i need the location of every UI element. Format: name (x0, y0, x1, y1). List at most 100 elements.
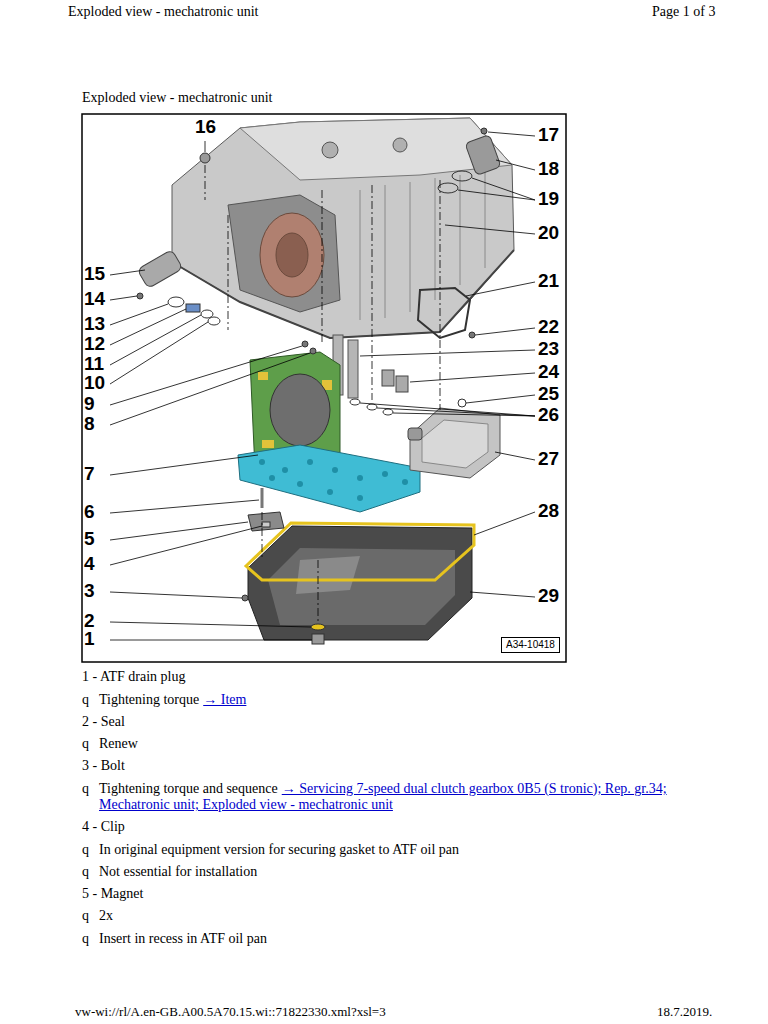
item-text: Not essential for installation (99, 864, 257, 879)
item-text: 4 - Clip (82, 819, 125, 834)
component (258, 372, 268, 380)
gearbox-housing (172, 118, 514, 338)
callout-number: 12 (84, 334, 105, 354)
item-text: Tightening torque (99, 692, 199, 707)
seal-part (186, 304, 200, 312)
filter-face (422, 420, 488, 468)
list-line: q2x (82, 908, 690, 924)
screw (137, 293, 143, 299)
filter-neck (408, 428, 422, 440)
o-ring (367, 404, 377, 410)
bolt (242, 595, 248, 601)
housing-opening (228, 195, 340, 312)
housing-top (240, 118, 512, 180)
callout-number: 8 (84, 414, 95, 434)
mechatronic-unit (238, 341, 420, 512)
housing-boss (322, 142, 338, 158)
callout-number: 18 (538, 159, 559, 179)
tube (348, 340, 358, 398)
bullet: q (82, 864, 89, 880)
screw (481, 128, 487, 134)
page-footer: vw-wi://rl/A.en-GB.A00.5A70.15.wi::71822… (75, 1004, 386, 1020)
housing-boss (393, 138, 407, 152)
callout-number: 23 (538, 339, 559, 359)
sleeve (382, 370, 394, 386)
item-text: 3 - Bolt (82, 758, 125, 773)
filter-housing (137, 249, 183, 288)
bullet: q (82, 781, 89, 797)
item-text: 2x (99, 908, 113, 923)
list-line: 3 - Bolt (82, 758, 690, 774)
housing-flange (172, 250, 514, 338)
seal-ring (458, 399, 466, 407)
list-line: 2 - Seal (82, 714, 690, 730)
o-ring (452, 171, 472, 181)
list-line: q Insert in recess in ATF oil pan (82, 931, 690, 947)
assembly-axes (205, 165, 440, 622)
harness-bracket (418, 288, 470, 338)
list-line: 1 - ATF drain plug (82, 669, 690, 685)
oil-pan-group (242, 488, 474, 644)
callout-number: 6 (84, 502, 95, 522)
item-text: Renew (99, 736, 138, 751)
bolt (261, 488, 264, 508)
reference-code: A34-10418 (506, 639, 555, 651)
figure-frame (82, 114, 566, 662)
item-text: 2 - Seal (82, 714, 125, 729)
callout-number: 17 (538, 125, 559, 145)
page-title: Exploded view - mechatronic unit (82, 90, 273, 106)
cross-reference-link: → Item (203, 692, 246, 707)
callout-number: 10 (84, 373, 105, 393)
callout-number: 1 (84, 629, 95, 649)
bullet: q (82, 736, 89, 752)
page-date: 18.7.2019. (657, 1004, 712, 1020)
o-ring (208, 317, 220, 325)
page-header: Exploded view - mechatronic unit (68, 4, 259, 20)
list-line: 5 - Magnet (82, 886, 690, 902)
callout-number: 25 (538, 384, 559, 404)
callout-number: 5 (84, 529, 95, 549)
item-text: In original equipment version for securi… (99, 842, 459, 857)
callout-number: 16 (195, 117, 216, 137)
screw (310, 348, 316, 354)
pan-floor (268, 548, 455, 625)
list-line: qTightening torque and sequence→ Servici… (82, 781, 690, 813)
item-text: Insert in recess in ATF oil pan (99, 931, 267, 946)
electronics-cover (270, 374, 330, 446)
housing-body (172, 118, 514, 338)
bullet: q (82, 931, 89, 947)
o-ring (383, 409, 393, 415)
callout-number: 20 (538, 223, 559, 243)
gasket (246, 523, 474, 580)
reference-box: A34-10418 (501, 637, 560, 653)
plate-holes (259, 459, 408, 501)
callout-number: 3 (84, 581, 95, 601)
item-text: 1 - ATF drain plug (82, 669, 185, 684)
bolt (469, 332, 475, 338)
o-ring (438, 183, 458, 193)
callout-number: 9 (84, 394, 95, 414)
item-text: 5 - Magnet (82, 886, 143, 901)
list-line: q Renew (82, 736, 690, 752)
pan-recess (296, 556, 360, 594)
callout-number: 24 (538, 362, 559, 382)
callout-number: 7 (84, 464, 95, 484)
list-line: q In original equipment version for secur… (82, 842, 690, 858)
callout-number: 28 (538, 501, 559, 521)
clutch-hub (276, 233, 308, 277)
page-number: Page 1 of 3 (652, 4, 715, 20)
o-ring (201, 310, 213, 318)
sleeve (396, 376, 408, 392)
callout-number: 11 (84, 354, 104, 374)
callout-number: 21 (538, 271, 559, 291)
screw (302, 341, 308, 347)
o-ring (350, 399, 360, 405)
bullet: q (82, 842, 89, 858)
callout-number: 2 (84, 611, 95, 631)
seal (311, 624, 325, 630)
callout-number: 29 (538, 586, 559, 606)
callout-number: 26 (538, 405, 559, 425)
filter-body (410, 408, 500, 478)
item-text: Tightening torque and sequence (99, 781, 278, 796)
